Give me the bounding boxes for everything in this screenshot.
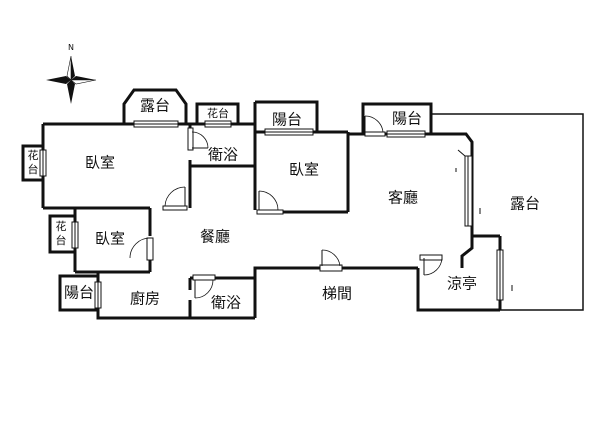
terrace-top-outline (122, 88, 188, 124)
room-label-terrace-top: 露台 (140, 97, 170, 115)
room-label-balcony-bottom: 陽台 (64, 284, 94, 302)
room-label-bedroom-small: 臥室 (95, 230, 125, 248)
terrace-right-outline (431, 113, 584, 311)
room-label-kitchen: 廚房 (130, 290, 160, 308)
room-label-stairs: 梯間 (322, 285, 352, 303)
windows (39, 120, 504, 309)
flower-top-outline (195, 102, 240, 124)
balcony-bottom-outline (58, 274, 98, 312)
compass-north-label: N (68, 43, 74, 52)
room-label-terrace-right: 露台 (510, 195, 540, 213)
room-label-bath-bottom: 衛浴 (211, 294, 241, 312)
flower-left-top-outline (21, 144, 43, 182)
balcony-top-right-outline (361, 102, 433, 134)
balcony-top-left-outline (255, 100, 319, 132)
room-label-bedroom-left: 臥室 (85, 154, 115, 172)
compass-icon: N (46, 43, 97, 104)
room-label-bedroom-center: 臥室 (289, 161, 319, 179)
doors (129, 115, 466, 299)
room-label-pavilion: 涼亭 (447, 275, 477, 293)
room-label-flower-top: 花台 (207, 106, 229, 120)
room-label-dining: 餐廳 (200, 228, 230, 246)
room-label-flower-left-top: 花台 (28, 149, 39, 176)
room-label-bath-top: 衛浴 (208, 146, 238, 164)
room-label-flower-left-mid: 花台 (56, 220, 67, 247)
room-label-living-room: 客廳 (388, 189, 418, 207)
room-label-balcony-top-right: 陽台 (392, 110, 422, 128)
room-label-balcony-top-left: 陽台 (272, 111, 302, 129)
flower-left-mid-outline (48, 214, 75, 254)
